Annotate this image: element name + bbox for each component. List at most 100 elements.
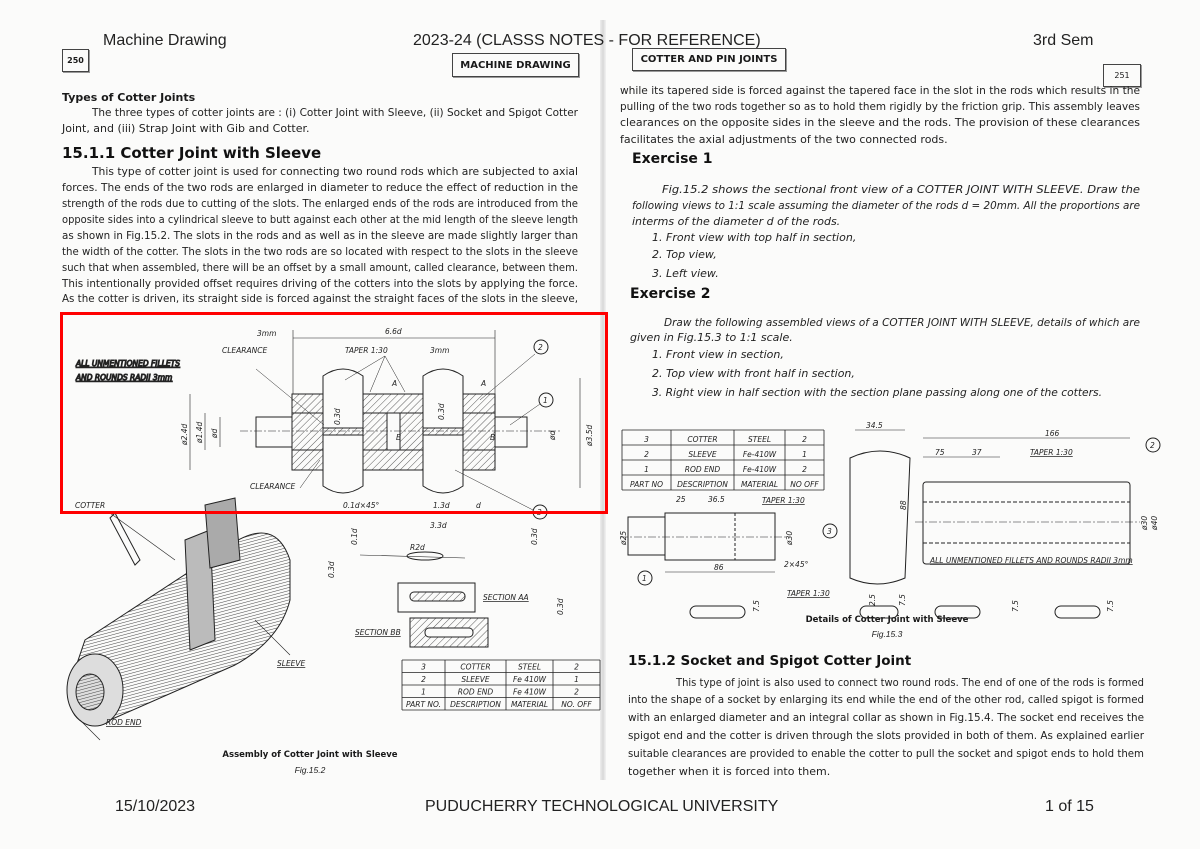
dim-label: 88 <box>899 500 908 510</box>
exercise-2-heading: Exercise 2 <box>630 286 711 302</box>
text-line: The three types of cotter joints are : (… <box>92 106 578 119</box>
section-mark: B <box>490 433 495 442</box>
table-cell: SLEEVE <box>461 675 490 684</box>
table-cell: SLEEVE <box>688 450 717 459</box>
list-item: 1. Front view in section, <box>652 348 784 361</box>
label-taper: TAPER 1:30 <box>787 589 830 598</box>
table-cell: 2 <box>644 450 649 459</box>
dim-label: 0.3d <box>556 598 565 615</box>
text-line: As the cotter is driven, its straight si… <box>62 292 578 305</box>
dim-label: ød <box>548 430 557 441</box>
dim-label: 0.1d <box>350 528 359 545</box>
pdf-header-left: Machine Drawing <box>103 32 227 49</box>
table-cell: ROD END <box>685 465 721 474</box>
part-callout: 3 <box>827 527 832 536</box>
dim-label: ø40 <box>1150 516 1159 531</box>
table-cell: DESCRIPTION <box>677 480 728 489</box>
table-cell: ROD END <box>458 688 494 697</box>
pdf-header-center: 2023-24 (CLASSS NOTES - FOR REFERENCE) <box>413 32 761 49</box>
dim-label: 25 <box>676 495 686 504</box>
label-clearance: CLEARANCE <box>222 346 267 355</box>
exercise-1-heading: Exercise 1 <box>632 151 713 167</box>
table-cell: 1 <box>421 688 426 697</box>
section-heading: 15.1.1 Cotter Joint with Sleeve <box>62 144 322 162</box>
dim-label: ø30 <box>785 531 794 546</box>
table-cell: 2 <box>574 688 579 697</box>
table-cell: 3 <box>421 663 426 672</box>
text-line: Joint, and (iii) Strap Joint with Gib an… <box>62 122 310 135</box>
label-cotter: COTTER <box>75 501 105 510</box>
pdf-footer-university: PUDUCHERRY TECHNOLOGICAL UNIVERSITY <box>425 798 779 815</box>
dim-label: 3.3d <box>430 521 447 530</box>
front-view-drawing: ALL UNMENTIONED FILLETS AND ROUNDS RADII… <box>75 330 581 520</box>
dim-label: ø3.5d <box>585 424 594 447</box>
dim-label: 6.6d <box>385 327 402 336</box>
dim-label: R2d <box>410 543 425 552</box>
dim-label: 0.3d <box>437 403 446 420</box>
label-taper: TAPER 1:30 <box>762 496 805 505</box>
table-cell: COTTER <box>460 663 490 672</box>
figure-caption: Details of Cotter Joint with Sleeve <box>805 615 969 625</box>
dim-label: 0.3d <box>530 528 539 545</box>
details-drawing <box>620 429 1161 619</box>
text-line: clearances on the opposite sides in the … <box>620 116 1140 129</box>
note-text: ALL UNMENTIONED FILLETS <box>75 359 180 368</box>
text-line: given in Fig.15.3 to 1:1 scale. <box>630 331 793 344</box>
highlight-box <box>60 312 608 514</box>
table-cell: PART NO <box>630 480 663 489</box>
part-callout: 1 <box>543 396 548 405</box>
text-line: such that when assembled, there will be … <box>62 261 578 274</box>
dim-label: 7.5 <box>1011 600 1020 612</box>
text-line: pulling of the two rods together so as t… <box>620 100 1140 113</box>
part-callout: 2 <box>1150 441 1155 450</box>
front-view-labels: 3mm 6.6d CLEARANCE TAPER 1:30 3mm A A B … <box>180 327 594 517</box>
text-line: strength of the rods due to cutting of t… <box>62 197 578 210</box>
running-head: COTTER AND PIN JOINTS <box>632 48 786 71</box>
table-cell: STEEL <box>518 663 541 672</box>
text-line: together when it is forced into them. <box>628 765 831 778</box>
figure-number: Fig.15.2 <box>294 765 326 775</box>
table-cell: NO OFF <box>790 480 819 489</box>
dim-label: ø1.4d <box>195 421 204 444</box>
table-cell: 1 <box>574 675 579 684</box>
text-line: forces. The ends of the two rods are enl… <box>62 181 578 194</box>
isometric-view-labels: COTTER SLEEVE ROD END 3.3d 0.1d R2d 0.3d… <box>75 501 565 727</box>
figure-number: Fig.15.3 <box>871 629 903 639</box>
dim-label: 0.3d <box>333 408 342 425</box>
text-line: while its tapered side is forced against… <box>620 84 1140 97</box>
dim-label: 3mm <box>430 346 449 355</box>
table-cell: 2 <box>421 675 426 684</box>
section-mark: A <box>391 379 397 388</box>
dim-label: 7.5 <box>1106 600 1115 612</box>
list-item: 3. Right view in half section with the s… <box>652 386 1102 399</box>
table-cell: 2 <box>574 663 579 672</box>
text-line: suitable clearances are provided to enab… <box>628 747 1144 760</box>
running-head: MACHINE DRAWING <box>452 53 579 77</box>
label-taper: TAPER 1:30 <box>345 346 388 355</box>
table-cell: 1 <box>644 465 649 474</box>
label-clearance: CLEARANCE <box>250 482 295 491</box>
dim-label: ød <box>210 428 219 439</box>
table-cell: Fe-410W <box>743 450 777 459</box>
table-cell: 2 <box>802 465 807 474</box>
list-item: 2. Top view with front half in section, <box>652 367 855 380</box>
dim-label: ø25 <box>619 531 628 546</box>
text-line: interms of the diameter d of the rods. <box>632 215 841 228</box>
details-labels: 25 36.5 TAPER 1:30 ø25 ø30 2×45° 86 1 34… <box>619 421 1159 612</box>
dim-label: 0.1d×45° <box>343 501 380 510</box>
table-cell: Fe 410W <box>513 688 547 697</box>
table-cell: MATERIAL <box>741 480 778 489</box>
dim-label: 36.5 <box>708 495 725 504</box>
isometric-view-drawing <box>66 497 489 741</box>
dim-label: 0.3d <box>327 561 336 578</box>
dim-label: 7.5 <box>898 594 907 606</box>
section-mark: B <box>396 433 401 442</box>
dim-label: ø30 <box>1140 516 1149 531</box>
list-item: 3. Left view. <box>652 267 719 280</box>
text-line: as shown in Fig.15.2. The slots in the r… <box>62 229 578 242</box>
table-cell: Fe 410W <box>513 675 547 684</box>
table-cell: 2 <box>802 435 807 444</box>
list-item: 1. Front view with top half in section, <box>652 231 857 244</box>
dim-label: d <box>476 501 481 510</box>
